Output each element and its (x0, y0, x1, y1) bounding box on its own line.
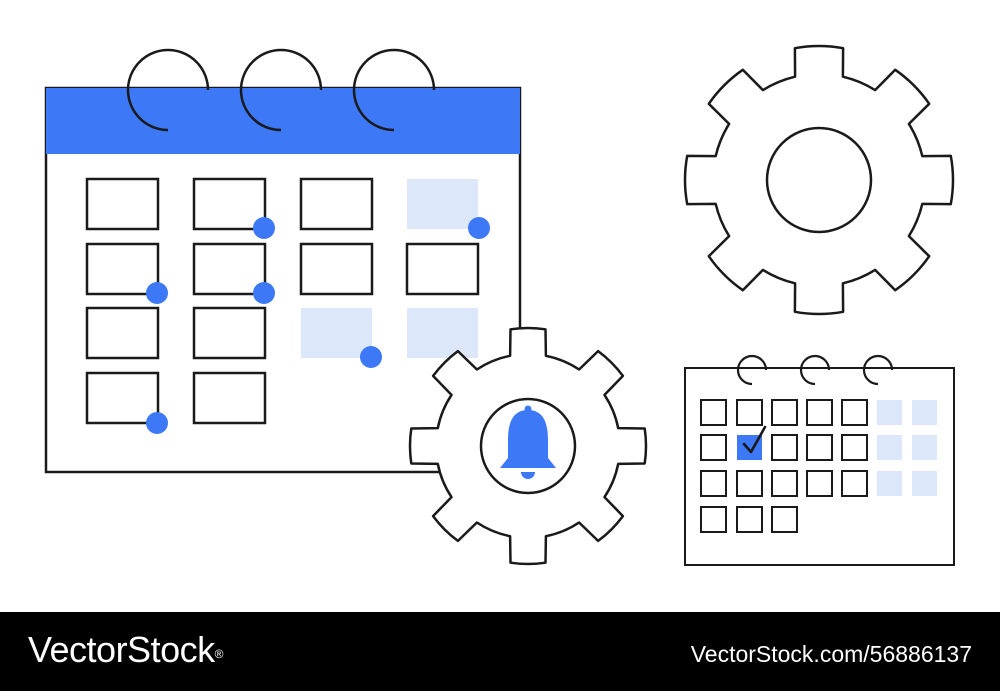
binder-ring-3 (352, 48, 436, 132)
day-cell (192, 242, 267, 296)
small-calendar-icon (684, 354, 955, 566)
event-dot (468, 217, 490, 239)
mini-day-cell (841, 434, 868, 461)
day-cell (299, 177, 374, 231)
event-dot (253, 282, 275, 304)
scheduling-illustration (44, 44, 955, 566)
mini-day-cell-highlighted (912, 400, 937, 425)
large-calendar-header (46, 88, 520, 154)
day-cell (192, 306, 267, 360)
mini-day-cell (771, 470, 798, 497)
mini-day-cell-highlighted (877, 471, 902, 496)
day-cell (192, 371, 267, 425)
binder-ring-2 (239, 48, 323, 132)
mini-day-cell (771, 506, 798, 533)
event-dot (253, 217, 275, 239)
image-id-text: VectorStock.com/56886137 (690, 641, 972, 667)
event-dot (146, 282, 168, 304)
mini-day-cell (806, 470, 833, 497)
binder-ring-1 (126, 48, 210, 132)
binder-ring-1 (736, 354, 768, 386)
mini-day-cell (771, 399, 798, 426)
mini-day-cell (736, 506, 763, 533)
mini-day-cell-highlighted (912, 435, 937, 460)
day-cell-highlighted (301, 308, 372, 358)
large-calendar-icon (44, 48, 522, 474)
mini-day-cell-highlighted (877, 435, 902, 460)
day-cell (85, 242, 160, 296)
gear-with-bell-icon (408, 326, 648, 566)
event-dot (146, 412, 168, 434)
binder-ring-3 (862, 354, 894, 386)
bell-icon (500, 405, 556, 479)
mini-day-cell (806, 399, 833, 426)
checkmark-icon (742, 425, 767, 454)
event-dot (360, 346, 382, 368)
day-cell-highlighted (407, 179, 478, 229)
mini-day-cell (700, 506, 727, 533)
mini-day-cell (841, 399, 868, 426)
small-calendar-body (684, 367, 955, 566)
registered-mark: ® (214, 647, 224, 661)
day-cell (85, 177, 160, 231)
gear-icon (683, 44, 955, 316)
mini-day-cell (700, 470, 727, 497)
day-cell (299, 242, 374, 296)
mini-day-cell (736, 470, 763, 497)
day-cell-highlighted (407, 308, 478, 358)
mini-day-cell (736, 399, 763, 426)
mini-day-cell (841, 470, 868, 497)
watermark-footer: VectorStock® VectorStock.com/56886137 (0, 612, 1000, 691)
mini-day-cell-highlighted (912, 471, 937, 496)
mini-day-cell (700, 434, 727, 461)
small-calendar-grid (700, 399, 937, 533)
binder-ring-2 (799, 354, 831, 386)
vectorstock-logo: VectorStock® (28, 630, 223, 670)
day-cell (85, 306, 160, 360)
mini-day-cell (771, 434, 798, 461)
mini-day-cell (806, 434, 833, 461)
gear-hub (765, 126, 873, 234)
day-cell (192, 177, 267, 231)
brand-name: VectorStock (28, 629, 215, 670)
mini-day-cell (700, 399, 727, 426)
mini-day-cell-highlighted (877, 400, 902, 425)
day-cell (405, 242, 480, 296)
day-cell (85, 371, 160, 425)
